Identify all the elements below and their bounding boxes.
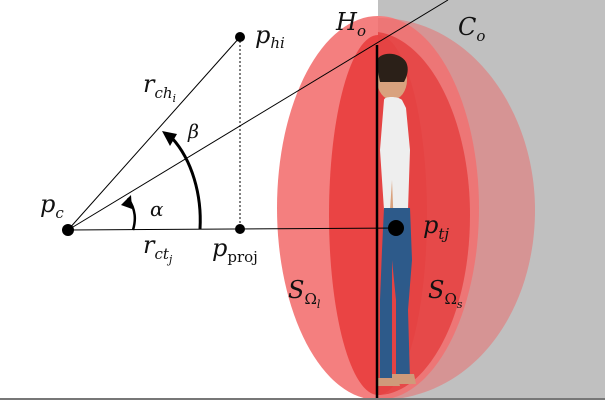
- label-co: Co: [458, 13, 485, 45]
- label-phi: phi: [255, 21, 285, 52]
- label-pproj: pproj: [212, 234, 258, 266]
- label-ho: Ho: [335, 8, 366, 40]
- point-pc: [62, 224, 74, 236]
- label-alpha: α: [150, 197, 164, 221]
- label-rct: rctj: [143, 231, 173, 266]
- point-ptj: [388, 220, 404, 236]
- label-s-omega-l: SΩl: [288, 276, 321, 311]
- label-pc: pc: [40, 190, 64, 222]
- label-rch: rchi: [143, 70, 176, 105]
- label-ptj: ptj: [423, 211, 449, 243]
- label-s-omega-s: SΩs: [428, 276, 463, 311]
- beta-arc: [170, 136, 202, 230]
- label-beta: β: [187, 121, 199, 143]
- line-upper: [67, 0, 449, 231]
- alpha-arrowhead: [121, 195, 132, 209]
- line-rch: [67, 36, 241, 231]
- beta-arrowhead: [162, 131, 177, 146]
- line-rct: [67, 227, 397, 231]
- point-pproj: [235, 224, 245, 234]
- point-phi: [235, 32, 245, 42]
- person-figure: [376, 53, 416, 386]
